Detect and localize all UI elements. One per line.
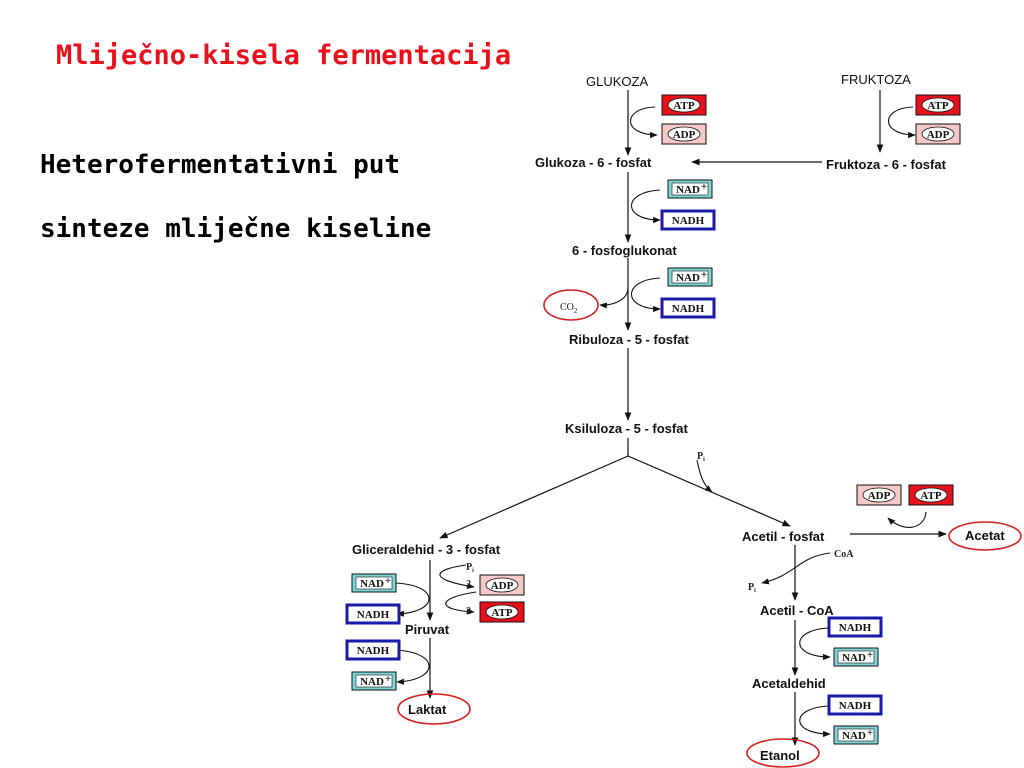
nad-box: NAD+ xyxy=(667,267,713,287)
curve-pi-entry xyxy=(696,459,713,493)
svg-text:NAD: NAD xyxy=(842,652,866,664)
label-fruktoza-6-fosfat: Fruktoza - 6 - fosfat xyxy=(826,157,947,172)
nad-box: NAD+ xyxy=(667,179,713,199)
svg-text:NADH: NADH xyxy=(839,700,872,712)
highlight-ring-co2 xyxy=(543,289,599,321)
pi-label-acetilfosfat: Pi xyxy=(748,582,756,594)
adp-box: ADP xyxy=(856,484,902,506)
nadh-box: NADH xyxy=(827,694,883,716)
label-glukoza-6-fosfat: Glukoza - 6 - fosfat xyxy=(535,155,652,170)
svg-text:NADH: NADH xyxy=(672,303,705,315)
svg-text:NADH: NADH xyxy=(357,645,390,657)
label-acetil-fosfat: Acetil - fosfat xyxy=(742,529,825,544)
atp-box: ATP xyxy=(915,94,961,116)
svg-text:ADP: ADP xyxy=(868,490,891,502)
atp-box: ATP xyxy=(479,601,525,623)
label-ksiluloza-5-fosfat: Ksiluloza - 5 - fosfat xyxy=(565,421,688,436)
svg-text:ATP: ATP xyxy=(927,100,948,112)
curve-coa-pi xyxy=(761,552,831,585)
label-6-fosfoglukonat: 6 - fosfoglukonat xyxy=(572,243,677,258)
arrow-to-acetilfosfat xyxy=(627,455,791,527)
svg-text:+: + xyxy=(701,269,707,281)
co2-label: CO2 xyxy=(560,302,578,315)
atp-box: ATP xyxy=(661,94,707,116)
adp-box: ADP xyxy=(661,123,707,145)
arrow-to-gliceraldehid xyxy=(439,455,629,539)
curve-adp-atp-acetat xyxy=(887,511,927,528)
highlight-ring-etanol xyxy=(746,738,820,768)
curve-pi-adp xyxy=(439,564,475,589)
svg-text:NAD: NAD xyxy=(676,184,700,196)
label-laktat: Laktat xyxy=(408,702,447,717)
svg-text:NADH: NADH xyxy=(672,215,705,227)
stoich-two-adp: 2 xyxy=(466,579,471,590)
svg-text:NAD: NAD xyxy=(360,578,384,590)
nadh-box: NADH xyxy=(660,209,716,231)
nad-box: NAD+ xyxy=(351,573,397,593)
nadh-box: NADH xyxy=(345,603,401,625)
svg-text:+: + xyxy=(701,181,707,193)
label-piruvat: Piruvat xyxy=(405,622,450,637)
curve-atp-adp-1 xyxy=(629,106,658,139)
label-acetat: Acetat xyxy=(965,528,1005,543)
curve-co2-release xyxy=(599,287,629,309)
svg-text:NADH: NADH xyxy=(839,622,872,634)
subtitle-line-2: sinteze mliječne kiseline xyxy=(40,214,432,244)
svg-text:ADP: ADP xyxy=(491,580,514,592)
svg-text:ADP: ADP xyxy=(673,129,696,141)
nad-box: NAD+ xyxy=(351,671,397,691)
nadh-box: NADH xyxy=(827,616,883,638)
curve-atp-adp-2 xyxy=(887,106,916,139)
svg-text:NAD: NAD xyxy=(676,272,700,284)
label-acetil-coa: Acetil - CoA xyxy=(760,603,834,618)
curve-nad-nadh-gap xyxy=(394,582,430,617)
svg-text:ADP: ADP xyxy=(927,129,950,141)
label-etanol: Etanol xyxy=(760,748,800,763)
label-ribuloza-5-fosfat: Ribuloza - 5 - fosfat xyxy=(569,332,690,347)
curve-nadh-nad-acetaldehid xyxy=(799,705,831,738)
curve-nad-nadh-1 xyxy=(631,189,661,224)
curve-nad-nadh-2 xyxy=(631,277,661,313)
svg-text:+: + xyxy=(385,673,391,685)
stoich-two-atp: 2 xyxy=(466,606,471,617)
svg-text:+: + xyxy=(385,575,391,587)
atp-box: ATP xyxy=(908,484,954,506)
nad-box: NAD+ xyxy=(833,647,879,667)
nadh-box: NADH xyxy=(660,297,716,319)
pi-label-ksiluloza: Pi xyxy=(697,451,705,463)
svg-text:NADH: NADH xyxy=(357,609,390,621)
adp-box: ADP xyxy=(915,123,961,145)
label-gliceraldehid-3-fosfat: Gliceraldehid - 3 - fosfat xyxy=(352,542,501,557)
label-acetaldehid: Acetaldehid xyxy=(752,676,826,691)
curve-adp-atp-gap xyxy=(445,591,477,615)
highlight-ring-acetat xyxy=(948,521,1022,551)
svg-text:+: + xyxy=(867,649,873,661)
adp-box: ADP xyxy=(479,574,525,596)
coa-label: CoA xyxy=(834,549,854,560)
label-fruktoza: FRUKTOZA xyxy=(841,72,911,87)
nadh-box: NADH xyxy=(345,639,401,661)
svg-text:ATP: ATP xyxy=(673,100,694,112)
svg-text:ATP: ATP xyxy=(920,490,941,502)
svg-text:NAD: NAD xyxy=(842,730,866,742)
svg-text:ATP: ATP xyxy=(491,607,512,619)
label-glukoza: GLUKOZA xyxy=(586,74,648,89)
svg-text:+: + xyxy=(867,727,873,739)
curve-nadh-nad-acetilcoa xyxy=(799,627,831,661)
subtitle-line-1: Heterofermentativni put xyxy=(40,150,401,180)
slide-title: Mliječno-kisela fermentacija xyxy=(56,40,512,71)
svg-text:NAD: NAD xyxy=(360,676,384,688)
highlight-ring-laktat xyxy=(397,693,471,725)
nad-box: NAD+ xyxy=(833,725,879,745)
curve-nadh-nad-piruvat xyxy=(394,649,430,685)
pi-label-gliceraldehid: Pi xyxy=(466,562,474,574)
